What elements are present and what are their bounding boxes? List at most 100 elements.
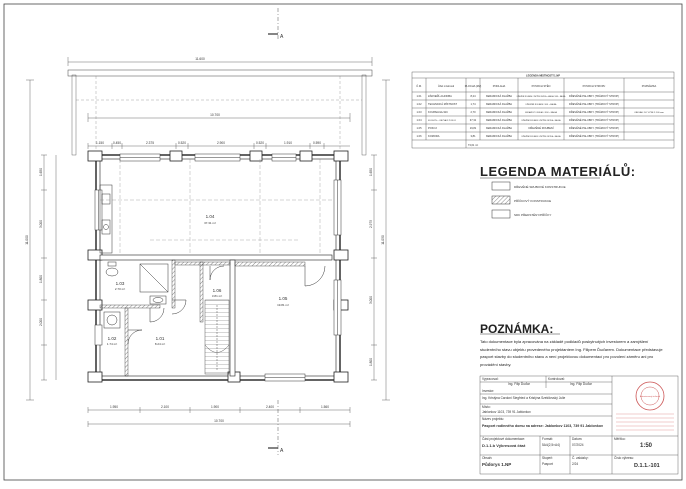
room-id-1.01: 1.01	[156, 336, 165, 341]
room-table-cell: 1.01	[416, 94, 422, 98]
dim-bottom-1: 1.950	[110, 405, 118, 409]
room-table-cell: TECHNICKÁ MÍSTNOST	[428, 102, 458, 106]
site-label: Místo:	[482, 405, 491, 409]
room-id-1.03: 1.03	[116, 281, 125, 286]
date: 07/2024	[572, 443, 584, 447]
material-legend	[480, 177, 600, 219]
designer-label: Vypracoval:	[482, 377, 499, 381]
dim-left-2: 3.000	[39, 220, 43, 228]
investor: Ing. Kristýna Cardoni Siegfried a Kristý…	[482, 396, 566, 400]
dim-bottom-total: 10.700	[214, 419, 224, 423]
doors	[127, 265, 326, 345]
room-table-cell: 8,24	[470, 94, 476, 98]
room-area-1.03: 2.70 m²	[115, 287, 125, 291]
room-table-cell: DŘEVĚNÉ PALUBKY (TRÁMOVÝ STROP)	[569, 125, 619, 130]
room-table-cell: POKOJ	[428, 126, 437, 130]
dim-top-3: 2.375	[146, 141, 154, 145]
room-table-header-no: Č.M.	[416, 83, 422, 88]
checker-label: Kontroloval:	[548, 377, 565, 381]
date-label: Datum:	[572, 437, 583, 441]
material-label-sdk: SDK PŘEDSTĚNY/PŘÍČKY	[514, 212, 551, 217]
room-table-cell: DŘEVĚNÉ ROUBENÍ / VNITŘNÍ OMÍTKA + MALBA	[522, 119, 562, 122]
exterior-walls	[87, 150, 349, 383]
room-table-cell: KERAMICKÝ OBKLAD / SDK + MALBA	[525, 111, 558, 114]
notes-text: Tato dokumentace byla zpracována na zákl…	[480, 339, 663, 367]
notes-title: POZNÁMKA:	[480, 322, 554, 336]
part: D.1.1.b Výkresová část	[482, 443, 526, 448]
scale: 1:50	[640, 443, 653, 449]
staircase	[204, 299, 230, 375]
dim-top-2: 0.450	[113, 141, 121, 145]
room-table-cell: KERAMICKÁ DLAŽBA	[486, 133, 512, 138]
partitions	[99, 259, 306, 377]
room-table-total: 73,61 m²	[468, 143, 478, 147]
dim-top-7: 1.910	[284, 141, 292, 145]
checker-name: Ing. Filip Ďuďar	[570, 382, 592, 386]
bathroom-fixtures	[103, 261, 169, 329]
room-table-header-note: POZNÁMKA	[642, 84, 657, 88]
terrace	[67, 69, 373, 156]
room-area-1.04: 37.31 m²	[204, 221, 216, 225]
room-area-1.01: 8.24 m²	[155, 342, 165, 346]
room-table-cell: 19,81	[470, 126, 477, 130]
room-table-header-ceiling: POVRCH STROPU	[583, 84, 606, 88]
site: Jablonkov 1103, 739 91 Jablonkov	[482, 410, 531, 414]
dim-left-4: 2.000	[39, 318, 43, 326]
room-table-cell: DŘEVĚNÉ ROUBENÍ / SDK + MALBA	[526, 103, 558, 106]
room-area-1.05: 19.81 m²	[277, 303, 289, 307]
dim-top-6: 0.520	[256, 141, 264, 145]
format: 5A4(2,5×A4)	[542, 443, 560, 447]
room-id-1.04: 1.04	[206, 214, 215, 219]
stage: Pasport	[542, 462, 553, 466]
material-label-log: DŘEVĚNÉ SRUBOVÉ KONSTRUKCE	[514, 184, 566, 189]
room-table-cell: 1.04	[416, 118, 422, 122]
room-table-header-floor: PODLAHA	[493, 84, 506, 88]
room-table-cell: KERAMICKÁ DLAŽBA	[486, 101, 512, 106]
room-table-cell: DŘEVĚNÉ PALUBKY (TRÁMOVÝ STROP)	[569, 101, 619, 106]
dim-top-4: 0.520	[178, 141, 186, 145]
room-table-cell: DŘEVĚNÉ PALUBKY (TRÁMOVÝ STROP)	[569, 117, 619, 122]
room-table-cell: 1.03	[416, 110, 422, 114]
drawing-label: Obsah:	[482, 456, 493, 460]
room-table-title: LEGENDA MÍSTNOSTÍ 1.NP	[526, 73, 560, 78]
index-label: Č. zakázky:	[572, 456, 589, 460]
dim-inner: 10.700	[210, 113, 220, 117]
room-table-cell: 1.02	[416, 102, 422, 106]
room-table-cell: DŘEVĚNÉ PALUBKY (TRÁMOVÝ STROP)	[569, 133, 619, 138]
room-table-cell: 37,31	[470, 118, 477, 122]
part-label: Část projektové dokumentace:	[482, 437, 526, 441]
material-legend-labels: DŘEVĚNÉ SRUBOVÉ KONSTRUKCE PŘÍČKOVÝ KONS…	[514, 184, 566, 217]
section-label-bottom: A	[280, 448, 284, 454]
dim-right-4: 1.800	[369, 358, 373, 366]
room-table-cell: DŘEVĚNÉ PALUBKY (TRÁMOVÝ STROP)	[569, 109, 619, 114]
room-table-header-walls: POVRCH STĚN	[532, 83, 551, 88]
room-id-1.02: 1.02	[108, 336, 117, 341]
project-label: Název projektu:	[482, 417, 505, 421]
room-table-cell: DŘEVĚNÉ ROUBENÍ / VNITŘNÍ OMÍTKA + MALBA	[522, 135, 562, 138]
material-legend-title: LEGENDA MATERIÁLŮ:	[480, 164, 636, 179]
dim-bottom-3: 1.900	[211, 405, 219, 409]
room-table-cell: 2,70	[470, 110, 476, 114]
designer-name: Ing. Filip Ďuďar	[508, 382, 530, 386]
room-table-cell: KOUPELNA+WC	[428, 110, 448, 114]
number-label: Číslo výkresu:	[614, 456, 635, 460]
kitchen-counter	[99, 184, 113, 254]
dim-overall: 11.600	[195, 57, 205, 61]
dim-top-5: 2.900	[217, 141, 225, 145]
section-label: A	[280, 34, 284, 40]
section-mark-top: A	[268, 8, 284, 40]
room-table-header-area: PLOCHA (M2)	[465, 84, 482, 88]
stage-label: Stupeň:	[542, 456, 553, 460]
dim-right-2: 2.975	[369, 220, 373, 228]
room-table-cell: 1.06	[416, 134, 422, 138]
section-mark-bottom: A	[268, 400, 284, 455]
dim-right-3: 3.000	[369, 296, 373, 304]
room-table-text: LEGENDA MÍSTNOSTÍ 1.NP Č.M. Účel místnos…	[416, 73, 664, 148]
index: 2/24	[572, 462, 579, 466]
material-label-partition: PŘÍČKOVÝ KONSTRUKCE	[514, 198, 551, 203]
room-table-cell: ZÁDVEŘÍ+CHODBA	[428, 93, 452, 98]
authorization-stamp: Autorizovaný inženýr	[616, 381, 674, 431]
dim-bottom-5: 1.560	[321, 405, 329, 409]
